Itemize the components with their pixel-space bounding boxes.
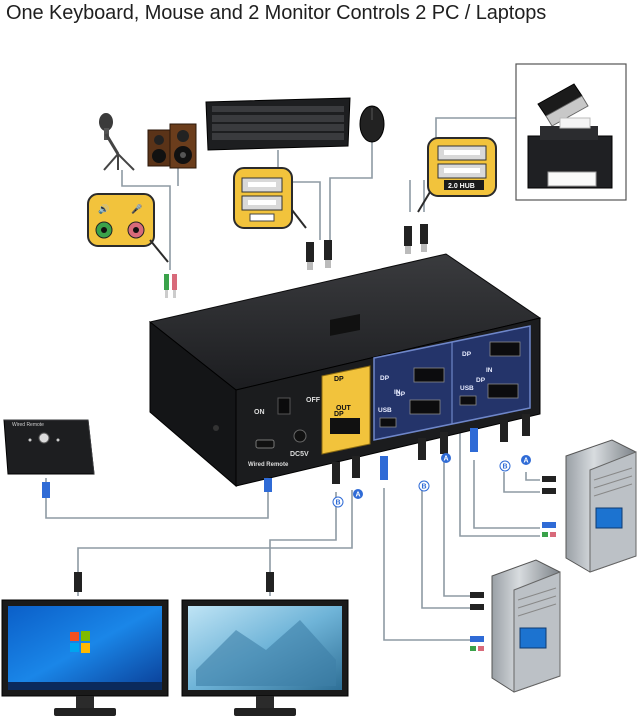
- dp1-label: DP: [334, 376, 344, 383]
- marker-b-3: B: [503, 464, 508, 471]
- hub-usb-plugs: [404, 224, 428, 254]
- speaker-icon: [147, 123, 197, 169]
- dpA-label: DP: [334, 411, 344, 418]
- port-markers: B A B A B A: [332, 453, 531, 508]
- pc2-cable-usb: [383, 488, 470, 641]
- dp-plugs: [332, 414, 530, 484]
- pc1-cable-dp-b: [503, 472, 540, 493]
- svg-text:🎤: 🎤: [131, 203, 142, 214]
- usb2-label: USB: [378, 407, 392, 414]
- usb1-label: USB: [460, 385, 474, 392]
- monitor1-cable: [77, 490, 353, 596]
- kbd-usb-plugs: [306, 240, 332, 270]
- wired-remote-label: Wired Remote: [248, 462, 289, 468]
- usb-ports-zoom: [233, 167, 307, 229]
- keyboard-icon: [205, 97, 351, 151]
- in1-label: IN: [486, 367, 493, 374]
- port-dp1-b[interactable]: [489, 341, 521, 357]
- keyboard-cable: [277, 150, 321, 240]
- in2-label: IN: [394, 389, 401, 396]
- monitor-icon: [181, 572, 349, 716]
- pc1-cable-usb: [473, 460, 540, 529]
- port-dp1-a[interactable]: [487, 383, 519, 399]
- dp1b-label: DP: [462, 351, 472, 358]
- wired-remote-port[interactable]: [255, 439, 275, 449]
- marker-a-3: A: [524, 458, 529, 465]
- monitor2-cable: [269, 492, 337, 596]
- marker-a-1: A: [356, 492, 361, 499]
- dc-label: DC5V: [290, 451, 309, 458]
- pc2-cable-dp-b: [421, 490, 470, 609]
- port-dp2-a[interactable]: [409, 399, 441, 415]
- marker-b-1: B: [336, 500, 341, 507]
- page-title: One Keyboard, Mouse and 2 Monitor Contro…: [6, 2, 547, 24]
- usb-flash-drive-icon: [537, 83, 589, 127]
- pc-tower-icon: [542, 439, 637, 573]
- hub-label: 2.0 HUB: [448, 183, 475, 190]
- microphone-icon: [99, 113, 135, 171]
- out-label: OUT: [336, 405, 352, 412]
- remote-button[interactable]: [38, 432, 50, 444]
- power-off-label: OFF: [306, 397, 321, 404]
- pc2-cable-dp-a: [443, 462, 470, 597]
- power-switch[interactable]: [277, 397, 291, 415]
- mic-cable: [121, 170, 171, 270]
- marker-a-2: A: [444, 456, 449, 463]
- power-on-label: ON: [254, 409, 265, 416]
- port-usb1[interactable]: [459, 395, 477, 406]
- remote-label: Wired Remote: [12, 422, 44, 428]
- port-dp2-b[interactable]: [413, 367, 445, 383]
- printer-icon: [527, 117, 613, 189]
- audio-jacks-zoom: 🔊 🎤: [87, 193, 169, 263]
- marker-b-2: B: [422, 484, 427, 491]
- hub-zoom: 2.0 HUB: [417, 137, 497, 213]
- mouse-cable: [329, 140, 373, 240]
- mouse-icon: [359, 105, 385, 143]
- pc1-cable-dp-a: [525, 472, 540, 481]
- remote-plugs: [42, 478, 272, 498]
- dc-jack[interactable]: [293, 429, 307, 443]
- monitor-icon: [1, 572, 169, 716]
- dp2b-label: DP: [380, 375, 390, 382]
- pc-tower-icon: [470, 559, 561, 693]
- audio-plugs: [164, 274, 177, 298]
- dp1a-label: DP: [476, 377, 486, 384]
- wired-remote: Wired Remote: [3, 419, 95, 475]
- svg-text:🔊: 🔊: [98, 203, 109, 215]
- kvm-switch: DP OUT DP ON OFF DC5V Wired Remote DP IN…: [148, 253, 542, 488]
- port-usb2[interactable]: [379, 417, 397, 428]
- dp2a-label: DP: [396, 391, 406, 398]
